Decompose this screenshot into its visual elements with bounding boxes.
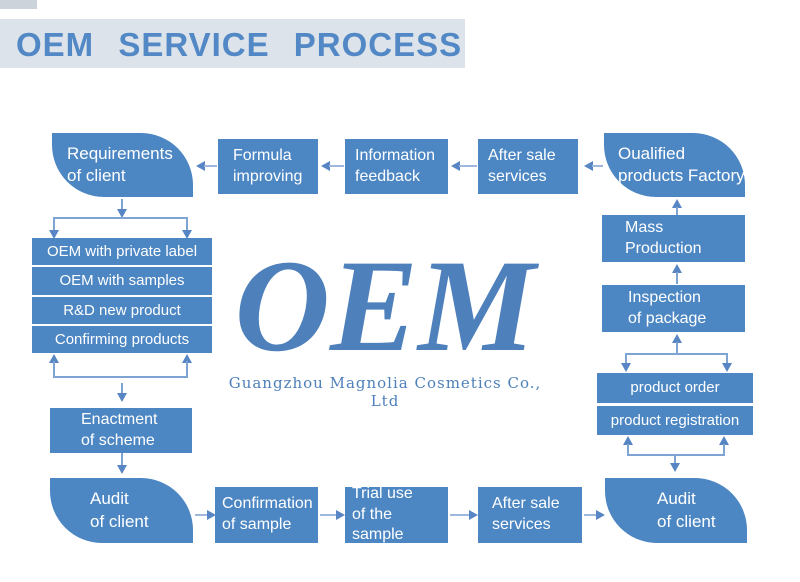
company-name: Guangzhou Magnolia Cosmetics Co., Ltd [228, 374, 542, 410]
arrow-head-icon [49, 230, 59, 239]
node-formula-improving: Formula improving [218, 139, 318, 194]
node-after-sale-services-top: After sale services [478, 139, 578, 194]
arrow-head-icon [621, 363, 631, 372]
arrow-line [121, 383, 123, 394]
node-requirements-of-client: Requirements of client [52, 133, 193, 197]
arrow-head-icon [719, 436, 729, 445]
node-product-registration: product registration [597, 406, 753, 435]
bracket-line [625, 353, 728, 355]
arrow-head-icon [117, 209, 127, 218]
arrow-line [121, 453, 123, 466]
arrow-head-icon [321, 161, 330, 171]
node-audit-of-client-left: Audit of client [50, 478, 193, 543]
stack-item-rd-new-product: R&D new product [32, 296, 212, 324]
arrow-head-icon [49, 354, 59, 363]
node-inspection-of-package: Inspection of package [602, 285, 745, 332]
node-product-order: product order [597, 373, 753, 403]
bracket-line [186, 217, 188, 231]
arrow-line [450, 514, 471, 516]
arrow-head-icon [670, 463, 680, 472]
arrow-head-icon [672, 199, 682, 208]
arrow-line [195, 514, 208, 516]
bracket-line [53, 376, 188, 378]
bracket-line [726, 353, 728, 364]
node-trial-use-of-sample: Trial use of the sample [345, 485, 448, 543]
title-banner [0, 19, 465, 68]
arrow-line [676, 272, 678, 284]
arrow-line [584, 514, 598, 516]
arrow-head-icon [584, 161, 593, 171]
oem-wordmark: OEM [234, 232, 536, 379]
arrow-head-icon [182, 230, 192, 239]
stack-item-confirming-products: Confirming products [32, 325, 212, 353]
arrow-line [676, 342, 678, 355]
arrow-line [592, 165, 603, 167]
node-after-sale-services-bottom: After sale services [478, 487, 582, 543]
arrow-head-icon [182, 354, 192, 363]
arrow-line [459, 165, 477, 167]
arrow-line [121, 199, 123, 210]
bracket-line [186, 361, 188, 377]
bracket-line [53, 361, 55, 377]
arrow-head-icon [672, 334, 682, 343]
node-mass-production: Mass Production [602, 215, 745, 262]
bracket-line [53, 217, 188, 219]
node-enactment-of-scheme: Enactment of scheme [50, 408, 192, 453]
arrow-head-icon [207, 510, 216, 520]
node-audit-of-client-right: Audit of client [605, 478, 747, 543]
arrow-line [674, 454, 676, 464]
node-qualified-products-factory: Oualified products Factory [604, 133, 745, 197]
arrow-line [204, 165, 217, 167]
arrow-head-icon [623, 436, 633, 445]
arrow-head-icon [196, 161, 205, 171]
oem-options-stack: OEM with private label OEM with samples … [32, 238, 212, 353]
node-confirmation-of-sample: Confirmation of sample [215, 487, 318, 543]
arrow-head-icon [336, 510, 345, 520]
arrow-head-icon [117, 465, 127, 474]
arrow-head-icon [672, 264, 682, 273]
bracket-line [53, 217, 55, 231]
page-title: OEM SERVICE PROCESS [16, 26, 463, 63]
arrow-line [676, 207, 678, 215]
arrow-line [329, 165, 344, 167]
stack-item-oem-with-samples: OEM with samples [32, 267, 212, 295]
bracket-line [723, 444, 725, 456]
bracket-line [625, 353, 627, 364]
arrow-head-icon [722, 363, 732, 372]
bracket-line [627, 454, 725, 456]
arrow-head-icon [469, 510, 478, 520]
arrow-head-icon [596, 510, 605, 520]
arrow-line [320, 514, 338, 516]
stack-item-oem-private-label: OEM with private label [32, 238, 212, 266]
node-information-feedback: Information feedback [345, 139, 448, 194]
corner-decoration [0, 0, 37, 9]
bracket-line [627, 444, 629, 456]
arrow-head-icon [451, 161, 460, 171]
arrow-head-icon [117, 393, 127, 402]
